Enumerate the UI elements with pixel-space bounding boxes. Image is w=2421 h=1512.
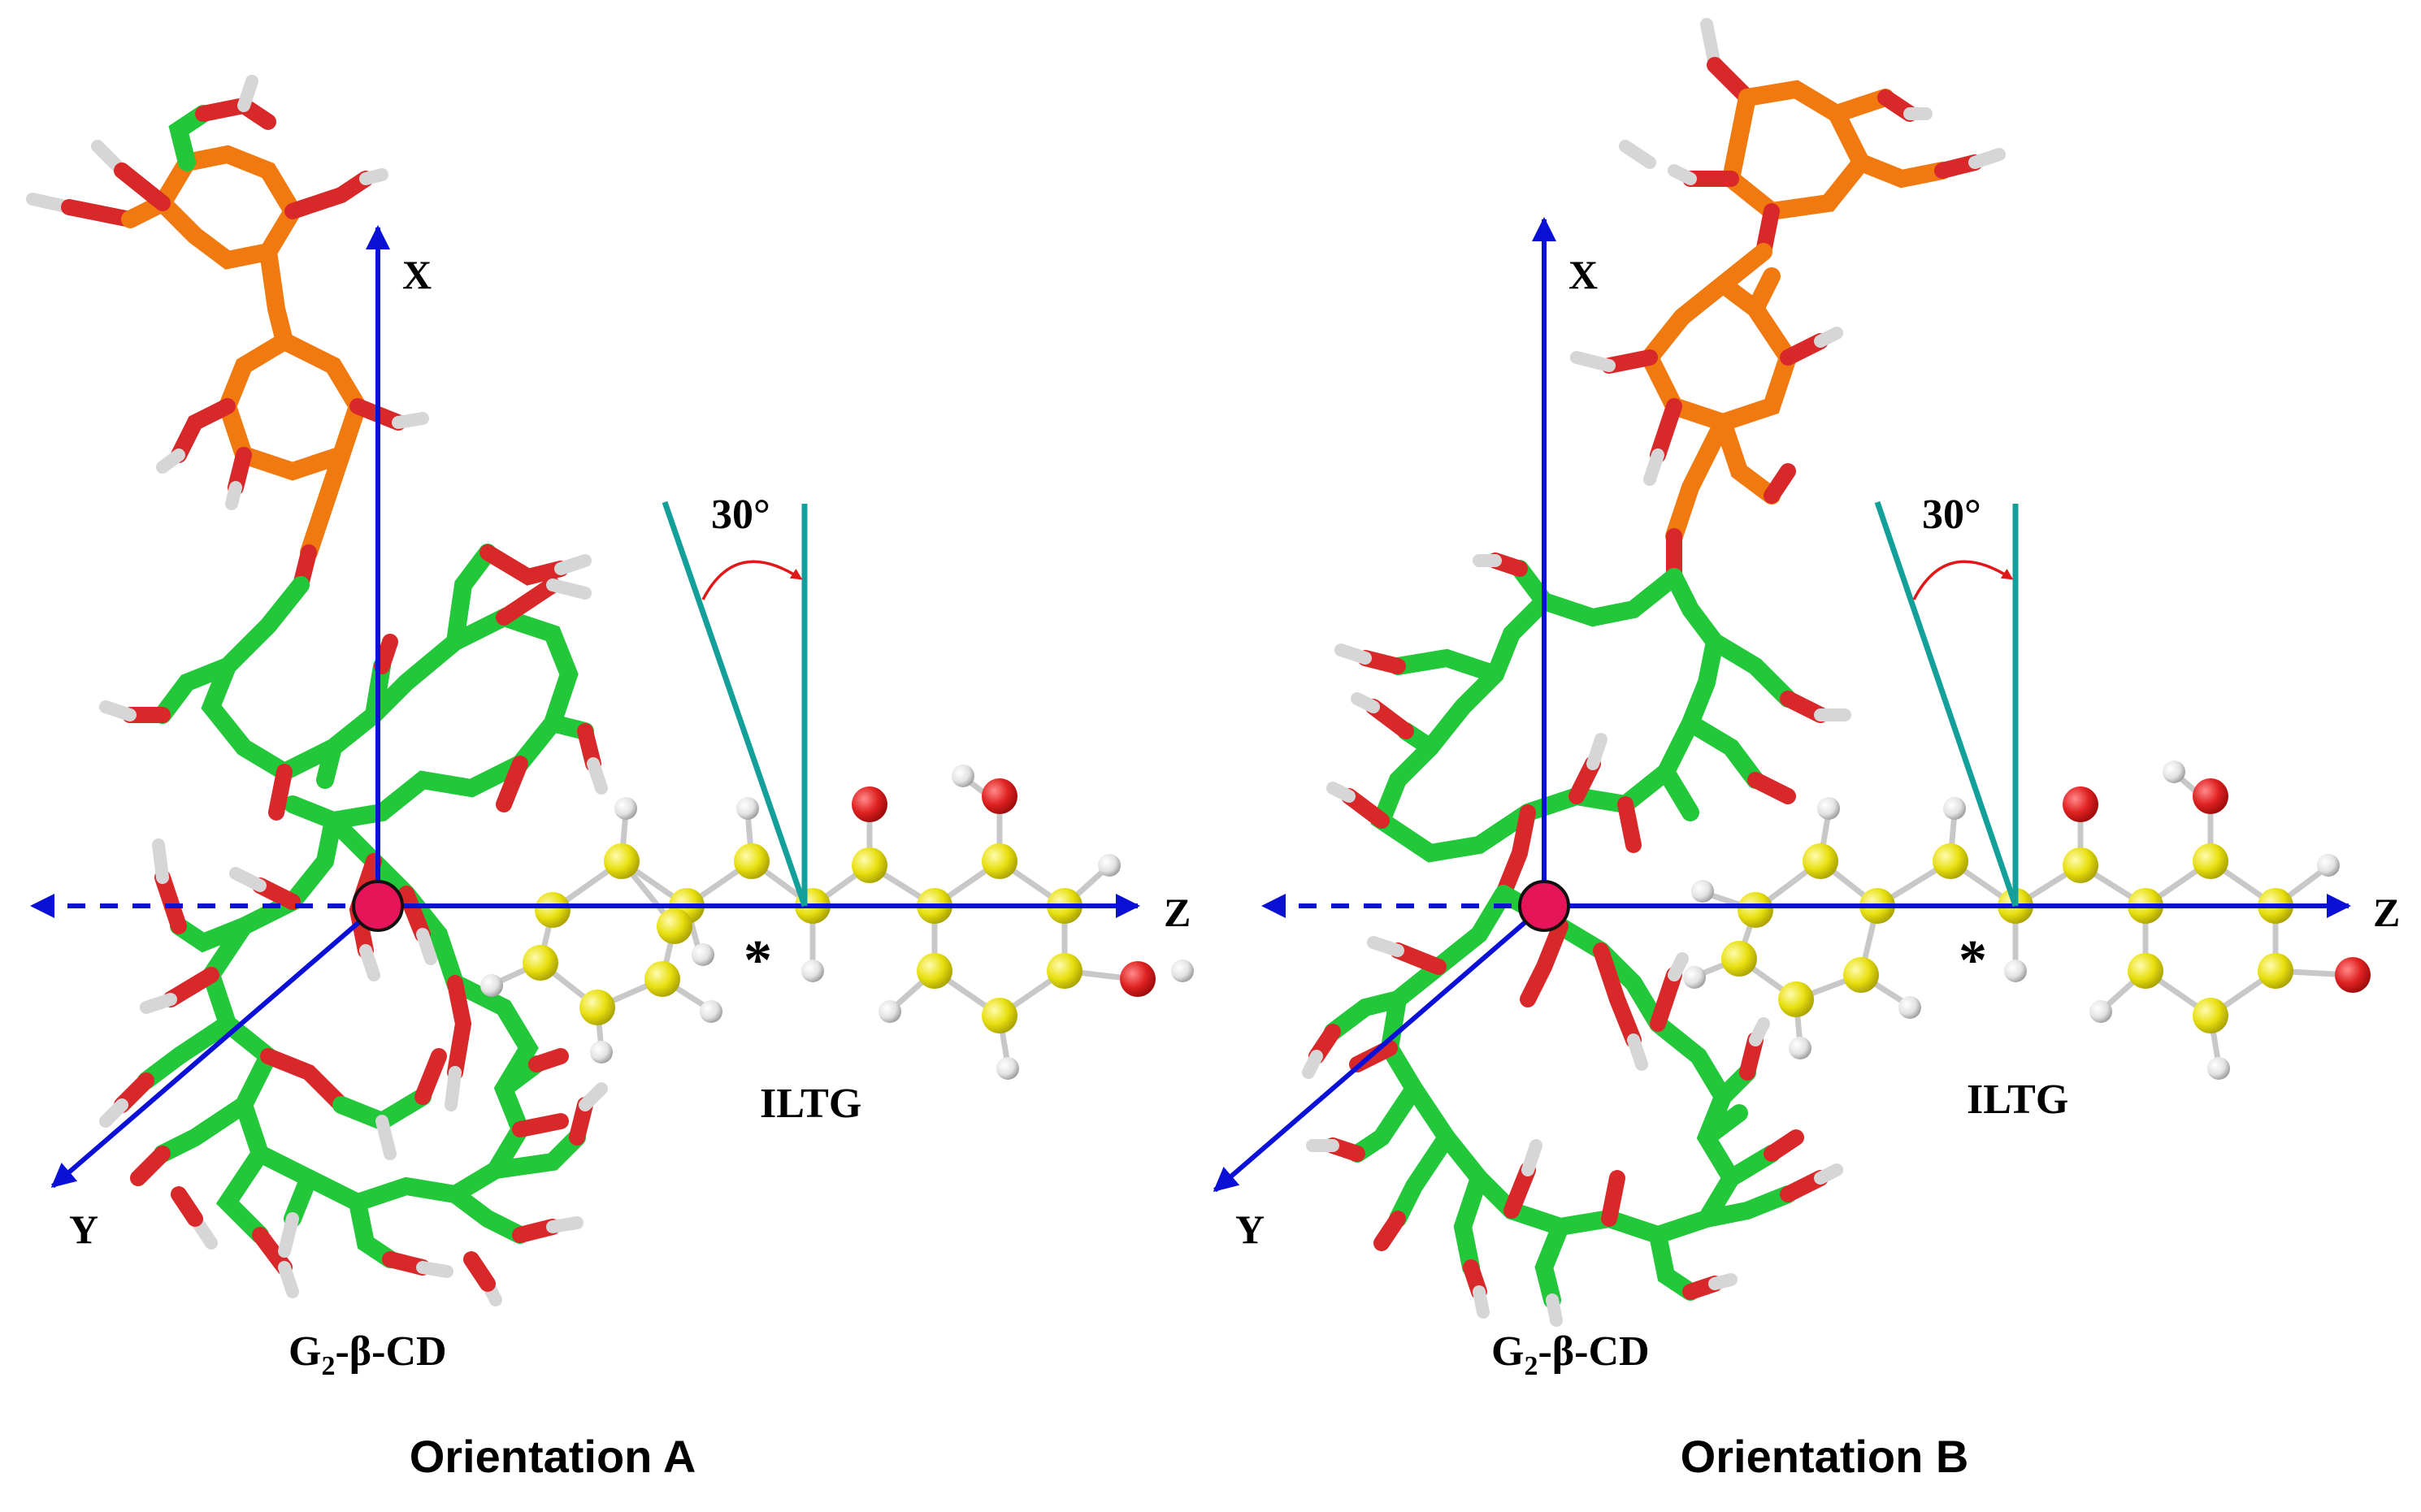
z-axis-label: Z: [1164, 890, 1191, 935]
panel-b: X Y Z 30° * ILTG G2-β-CD Orientation B: [1213, 18, 2400, 1482]
host-molecule: [26, 75, 608, 1306]
guest-label: ILTG: [1967, 1077, 2068, 1123]
guest-molecule: [480, 765, 1194, 1080]
z-axis-label: Z: [2373, 890, 2400, 935]
tilted-line: [662, 500, 808, 908]
host-label: G2-β-CD: [289, 1328, 447, 1381]
angle-label: 30°: [711, 492, 770, 538]
x-axis-label: X: [1568, 252, 1598, 297]
y-axis-label: Y: [1235, 1207, 1265, 1252]
chiral-center-star: *: [744, 929, 772, 992]
angle-indicator: [1874, 500, 2019, 908]
panel-caption: Orientation B: [1681, 1431, 1969, 1482]
panel-a: X Y Z 30° * ILTG G2-β-CD Orientation A: [26, 75, 1194, 1482]
angle-arc: [701, 560, 803, 600]
y-axis: [1213, 903, 1546, 1193]
origin-marker: [352, 880, 404, 932]
panel-caption: Orientation A: [410, 1431, 696, 1482]
host-label: G2-β-CD: [1491, 1328, 1650, 1381]
tilted-line: [1874, 500, 2019, 908]
chiral-center-star: *: [1959, 929, 1987, 992]
coordinate-axes: [1213, 217, 2351, 1193]
angle-arc: [1912, 560, 2014, 600]
y-axis: [50, 903, 380, 1189]
host-molecule: [1302, 18, 2006, 1327]
guest-molecule: [1683, 760, 2371, 1080]
y-axis-label: Y: [69, 1207, 98, 1252]
x-axis-label: X: [402, 252, 432, 297]
angle-label: 30°: [1922, 492, 1981, 538]
angle-indicator: [662, 500, 808, 908]
origin-marker: [1518, 880, 1570, 932]
guest-label: ILTG: [760, 1081, 861, 1127]
coordinate-axes: [30, 225, 1140, 1189]
